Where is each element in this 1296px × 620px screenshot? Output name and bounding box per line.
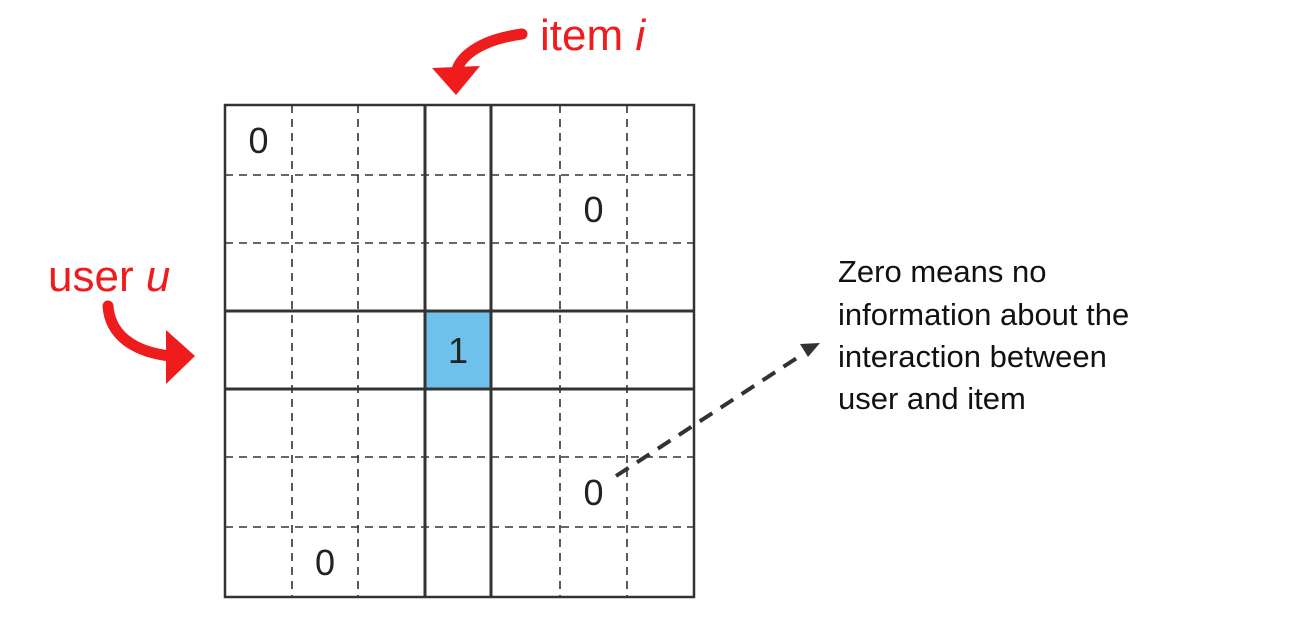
cell-value-zero: 0 xyxy=(315,542,335,583)
highlighted-cell xyxy=(425,311,491,389)
item-label: item i xyxy=(540,11,646,60)
note-line: interaction between xyxy=(838,339,1107,374)
solid-grid-lines xyxy=(225,105,694,597)
user-label: user u xyxy=(48,252,170,301)
interaction-matrix: 0 0 0 0 1 xyxy=(223,103,696,599)
user-arrow xyxy=(102,300,195,384)
cell-value-zero: 0 xyxy=(583,472,603,513)
item-arrow xyxy=(432,28,528,95)
cell-values: 0 0 0 0 1 xyxy=(248,120,603,583)
cell-value-one: 1 xyxy=(448,330,468,371)
pointer-arrow xyxy=(614,343,820,478)
dashed-grid-lines xyxy=(225,105,694,597)
note-text: Zero means no information about the inte… xyxy=(838,254,1138,416)
note-line: Zero means no xyxy=(838,254,1047,289)
cell-value-zero: 0 xyxy=(583,189,603,230)
note-line: information about the xyxy=(838,297,1129,332)
cell-value-zero: 0 xyxy=(248,120,268,161)
matrix-border xyxy=(223,103,696,599)
note-line: user and item xyxy=(838,381,1026,416)
